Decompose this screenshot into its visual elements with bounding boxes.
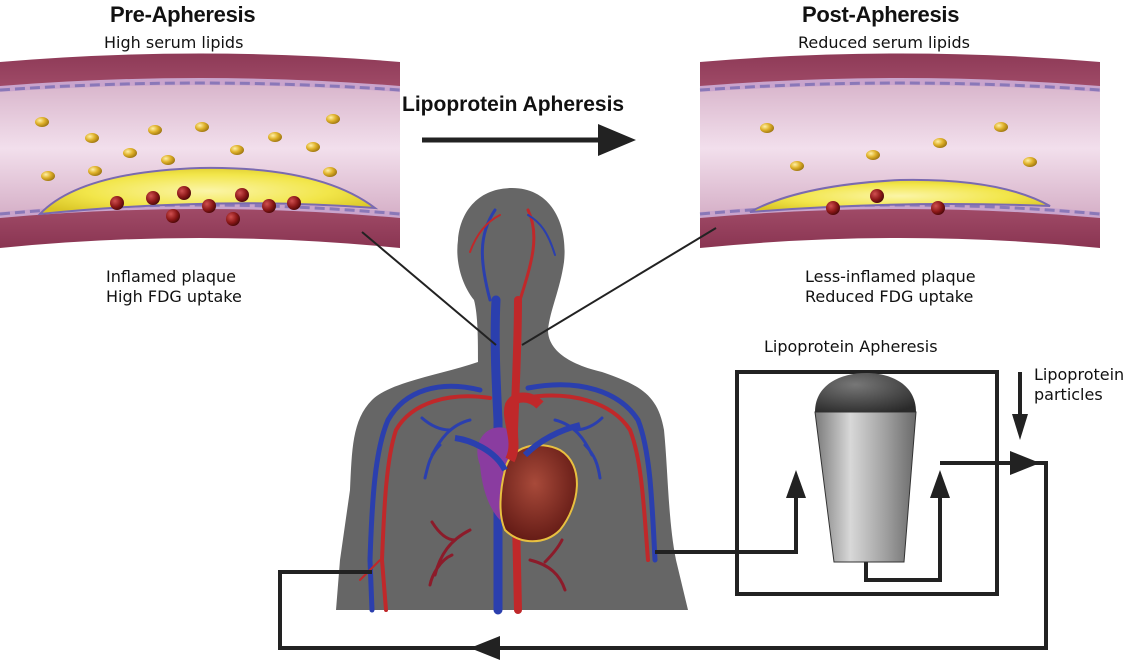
inflammatory-cells [826, 189, 945, 215]
main-arrow [422, 124, 636, 156]
pre-apheresis-subtitle: High serum lipids [104, 33, 244, 52]
pre-caption-line2: High FDG uptake [106, 287, 242, 306]
post-apheresis-title: Post-Apheresis [802, 2, 960, 27]
pre-caption-line1: Inflamed plaque [106, 267, 236, 286]
post-caption-line1: Less-inflamed plaque [805, 267, 976, 286]
arrowhead-up-1 [786, 470, 806, 498]
circuit-arrowheads [470, 414, 1040, 660]
pre-apheresis-title: Pre-Apheresis [110, 2, 256, 27]
circuit-label: Lipoprotein Apheresis [764, 337, 938, 356]
lipid-particles [35, 114, 340, 181]
less-inflamed-plaque [749, 178, 1051, 213]
inflammatory-cells [110, 186, 301, 226]
heart [454, 392, 581, 543]
post-apheresis-subtitle: Reduced serum lipids [798, 33, 970, 52]
arrowhead-left [470, 636, 500, 660]
callout-lines [361, 227, 717, 346]
post-apheresis-vessel [699, 53, 1101, 248]
particles-label-line1: Lipoprotein [1034, 365, 1125, 384]
particles-label-line2: particles [1034, 385, 1103, 404]
arrowhead-right [1010, 451, 1040, 475]
arrowhead-up-2 [930, 470, 950, 498]
apheresis-circuit [278, 370, 1048, 650]
arrowhead-down [1012, 414, 1028, 440]
filter-column [814, 373, 917, 563]
lipid-particles [760, 122, 1037, 171]
main-arrow-label: Lipoprotein Apheresis [402, 93, 625, 116]
apheresis-device-box [735, 370, 999, 596]
circulatory-system [359, 208, 658, 615]
post-caption-line2: Reduced FDG uptake [805, 287, 974, 306]
pre-apheresis-vessel [0, 53, 401, 248]
